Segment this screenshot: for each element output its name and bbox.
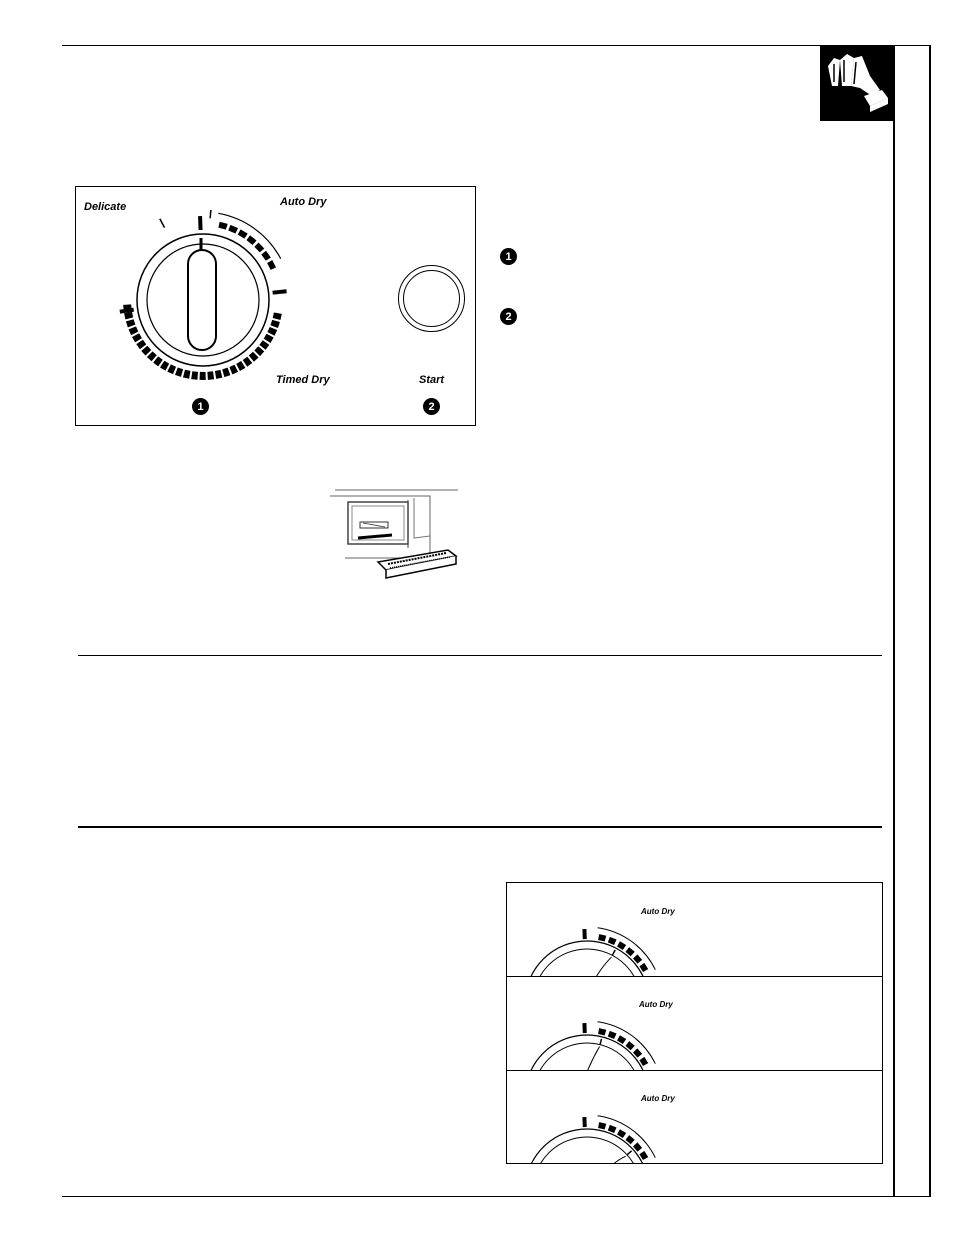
lint-filter-illustration bbox=[330, 489, 458, 579]
right-margin-bottom bbox=[893, 1196, 931, 1197]
auto-dry-label: Auto Dry bbox=[280, 196, 327, 208]
right-margin-rule-outer bbox=[929, 45, 931, 1197]
auto-dry-setting-2: Auto Dry bbox=[507, 976, 882, 1070]
right-margin-top bbox=[893, 45, 931, 46]
delicate-label: Delicate bbox=[84, 201, 127, 213]
auto-dry-label-2: Auto Dry bbox=[639, 1000, 673, 1009]
side-callout-2-badge: 2 bbox=[500, 308, 517, 325]
auto-dry-label-1: Auto Dry bbox=[641, 907, 675, 916]
bottom-rule bbox=[62, 1196, 893, 1197]
auto-dry-settings-illustration: Auto Dry Auto Dry Auto Dry bbox=[506, 882, 883, 1164]
callout-1-badge: 1 bbox=[192, 398, 209, 415]
right-margin-rule-inner bbox=[893, 45, 895, 1197]
top-rule bbox=[62, 45, 893, 46]
hand-pressing-button-icon bbox=[820, 46, 893, 121]
start-label: Start bbox=[419, 374, 445, 386]
auto-dry-setting-1: Auto Dry bbox=[507, 883, 882, 976]
start-button[interactable] bbox=[398, 265, 465, 332]
callout-2-badge: 2 bbox=[423, 398, 440, 415]
cycle-selector-dial[interactable] bbox=[113, 210, 293, 390]
auto-dry-label-3: Auto Dry bbox=[641, 1094, 675, 1103]
auto-dry-setting-3: Auto Dry bbox=[507, 1070, 882, 1163]
section-divider-2 bbox=[78, 826, 882, 828]
section-divider-1 bbox=[78, 655, 882, 656]
control-panel-illustration: Delicate Auto Dry Timed Dry Start 1 2 bbox=[75, 186, 476, 426]
timed-dry-label: Timed Dry bbox=[276, 374, 330, 386]
side-callout-1-badge: 1 bbox=[500, 248, 517, 265]
